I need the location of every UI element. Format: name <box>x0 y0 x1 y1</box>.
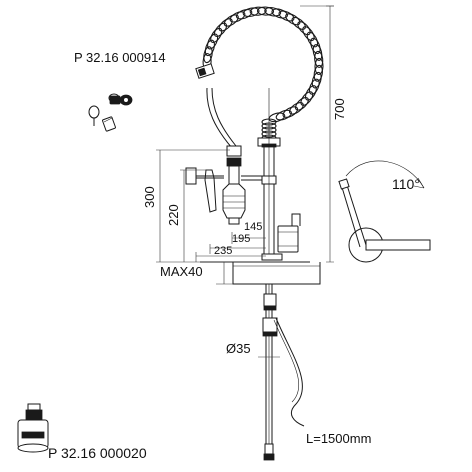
dimension-lines <box>156 5 334 358</box>
dim-label-diameter: Ø35 <box>226 341 251 356</box>
mounting-base <box>200 253 321 285</box>
pre-rinse-hose <box>195 63 237 149</box>
dim-label-300: 300 <box>142 186 157 208</box>
supply-pipe <box>262 284 278 461</box>
dim-label-700: 700 <box>332 98 347 120</box>
dim-label-angle: 110° <box>392 176 420 192</box>
dim-label-hose-length: L=1500mm <box>306 431 371 446</box>
dim-label-195: 195 <box>232 233 250 245</box>
part-number-bottom: P 32.16 000020 <box>48 445 147 461</box>
coil-spring-icon <box>202 6 324 146</box>
trigger-handle <box>185 167 224 213</box>
spray-head-valve-icon <box>222 145 246 225</box>
dim-label-220: 220 <box>166 204 181 226</box>
dim-label-145: 145 <box>244 221 262 233</box>
dim-label-max40: MAX40 <box>160 264 203 279</box>
valve-cartridge-icon <box>17 403 49 453</box>
dim-label-235: 235 <box>214 245 232 257</box>
faucet-icon <box>88 93 133 132</box>
valve-body <box>277 213 301 253</box>
rotation-detail <box>338 160 431 263</box>
part-number-top: P 32.16 000914 <box>74 50 166 65</box>
flexible-hose <box>273 317 305 427</box>
